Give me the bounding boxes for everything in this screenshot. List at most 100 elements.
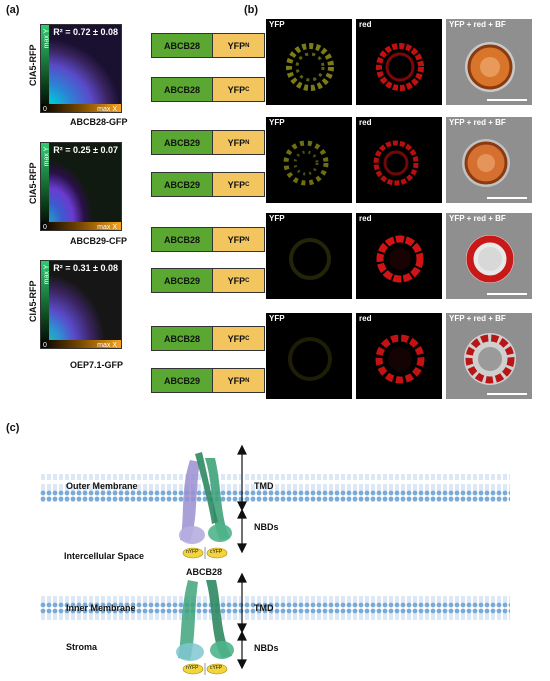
tag-name: YFP bbox=[227, 234, 246, 245]
scatter-plot-2: max Y 0 max X R² = 0.25 ± 0.07 bbox=[40, 142, 122, 231]
red-cell-image bbox=[375, 334, 425, 384]
nyfp-label-lower: nYFP bbox=[186, 665, 199, 671]
y-axis-gradient bbox=[41, 261, 49, 348]
panel-b-label: (b) bbox=[244, 4, 259, 16]
tag-name: YFP bbox=[227, 333, 246, 344]
micrograph-merge: YFP + red + BF bbox=[446, 117, 532, 203]
tag-name: YFP bbox=[227, 137, 246, 148]
yfp-cell-image bbox=[289, 238, 331, 280]
outer-membrane-bilayer bbox=[40, 474, 510, 502]
red-cell-image bbox=[373, 140, 419, 186]
micrograph-merge: YFP + red + BF bbox=[446, 313, 532, 399]
max-x-label: max X bbox=[97, 106, 117, 113]
red-channel-label: red bbox=[359, 314, 372, 323]
merge-channel-label: YFP + red + BF bbox=[449, 20, 506, 29]
scale-bar bbox=[487, 99, 527, 101]
micrograph-red: red bbox=[356, 19, 442, 105]
merge-channel-label: YFP + red + BF bbox=[449, 118, 506, 127]
scale-bar bbox=[487, 293, 527, 295]
intercellular-space-label: Intercellular Space bbox=[64, 551, 145, 561]
nyfp-fragment bbox=[182, 663, 204, 675]
merge-cell-image bbox=[462, 139, 510, 187]
construct-protein: ABCB28 bbox=[152, 78, 213, 101]
yfp-channel-label: YFP bbox=[269, 314, 285, 323]
tmd-label-upper: TMD bbox=[254, 481, 274, 491]
zero-label: 0 bbox=[43, 342, 47, 349]
protein-name-label: ABCB28 bbox=[186, 567, 223, 577]
scatter-plot-3: max Y 0 max X R² = 0.31 ± 0.08 bbox=[40, 260, 122, 349]
construct-protein: ABCB29 bbox=[152, 173, 213, 196]
construct-protein: ABCB28 bbox=[152, 34, 213, 57]
tag-name: YFP bbox=[227, 40, 246, 51]
r-squared-label: R² = 0.72 ± 0.08 bbox=[53, 27, 118, 37]
cyfp-fragment bbox=[206, 663, 228, 675]
tag-superscript: N bbox=[245, 139, 250, 146]
micrograph-yfp: YFP bbox=[266, 213, 352, 299]
merge-channel-label: YFP + red + BF bbox=[449, 314, 506, 323]
nbds-label-lower: NBDs bbox=[254, 643, 279, 653]
stroma-label: Stroma bbox=[66, 642, 98, 652]
scatter-3-xlabel: OEP7.1-GFP bbox=[70, 360, 124, 370]
yfp-cell-image bbox=[288, 337, 332, 381]
construct-protein: ABCB28 bbox=[152, 228, 213, 251]
abcb28-protein-upper bbox=[179, 452, 232, 544]
outer-membrane-label: Outer Membrane bbox=[66, 481, 138, 491]
tag-name: YFP bbox=[227, 375, 246, 386]
cyfp-fragment bbox=[206, 547, 228, 559]
tag-superscript: N bbox=[245, 42, 250, 49]
red-cell-image bbox=[376, 43, 424, 91]
max-x-label: max X bbox=[97, 342, 117, 349]
construct-protein: ABCB28 bbox=[152, 327, 213, 350]
red-channel-label: red bbox=[359, 118, 372, 127]
tag-name: YFP bbox=[227, 275, 246, 286]
cyfp-label-upper: cYFP bbox=[210, 549, 223, 555]
nbd-arrow-upper bbox=[237, 508, 247, 554]
tmd-arrow-upper bbox=[237, 444, 247, 512]
micrograph-red: red bbox=[356, 313, 442, 399]
yfp-channel-label: YFP bbox=[269, 118, 285, 127]
r-squared-label: R² = 0.25 ± 0.07 bbox=[53, 145, 118, 155]
membrane-diagram bbox=[40, 444, 510, 675]
panel-c-label: (c) bbox=[6, 422, 20, 434]
r-squared-label: R² = 0.31 ± 0.08 bbox=[53, 263, 118, 273]
micrograph-yfp: YFP bbox=[266, 117, 352, 203]
x-axis-gradient bbox=[41, 340, 121, 348]
max-y-label: max Y bbox=[43, 264, 51, 285]
tag-superscript: C bbox=[245, 86, 250, 93]
tag-superscript: N bbox=[245, 236, 250, 243]
scatter-2-xlabel: ABCB29-CFP bbox=[70, 236, 128, 246]
tag-superscript: N bbox=[245, 377, 250, 384]
cyfp-label-lower: cYFP bbox=[210, 665, 223, 671]
tmd-label-lower: TMD bbox=[254, 603, 274, 613]
scatter-1-xlabel: ABCB28-GFP bbox=[70, 117, 128, 127]
micrograph-yfp: YFP bbox=[266, 313, 352, 399]
nbd-arrow-lower bbox=[237, 630, 247, 670]
inner-membrane-label: Inner Membrane bbox=[66, 603, 136, 613]
zero-label: 0 bbox=[43, 106, 47, 113]
nbds-label-upper: NBDs bbox=[254, 522, 279, 532]
micrograph-red: red bbox=[356, 213, 442, 299]
merge-cell-image bbox=[466, 235, 514, 283]
micrograph-yfp: YFP bbox=[266, 19, 352, 105]
merge-cell-image bbox=[465, 42, 515, 92]
tmd-arrow-lower bbox=[237, 572, 247, 634]
max-y-label: max Y bbox=[43, 28, 51, 49]
nyfp-label-upper: nYFP bbox=[186, 549, 199, 555]
red-channel-label: red bbox=[359, 214, 372, 223]
scatter-3-ylabel: CIA5-RFP bbox=[28, 280, 38, 322]
red-cell-image bbox=[376, 235, 424, 283]
max-y-label: max Y bbox=[43, 146, 51, 167]
